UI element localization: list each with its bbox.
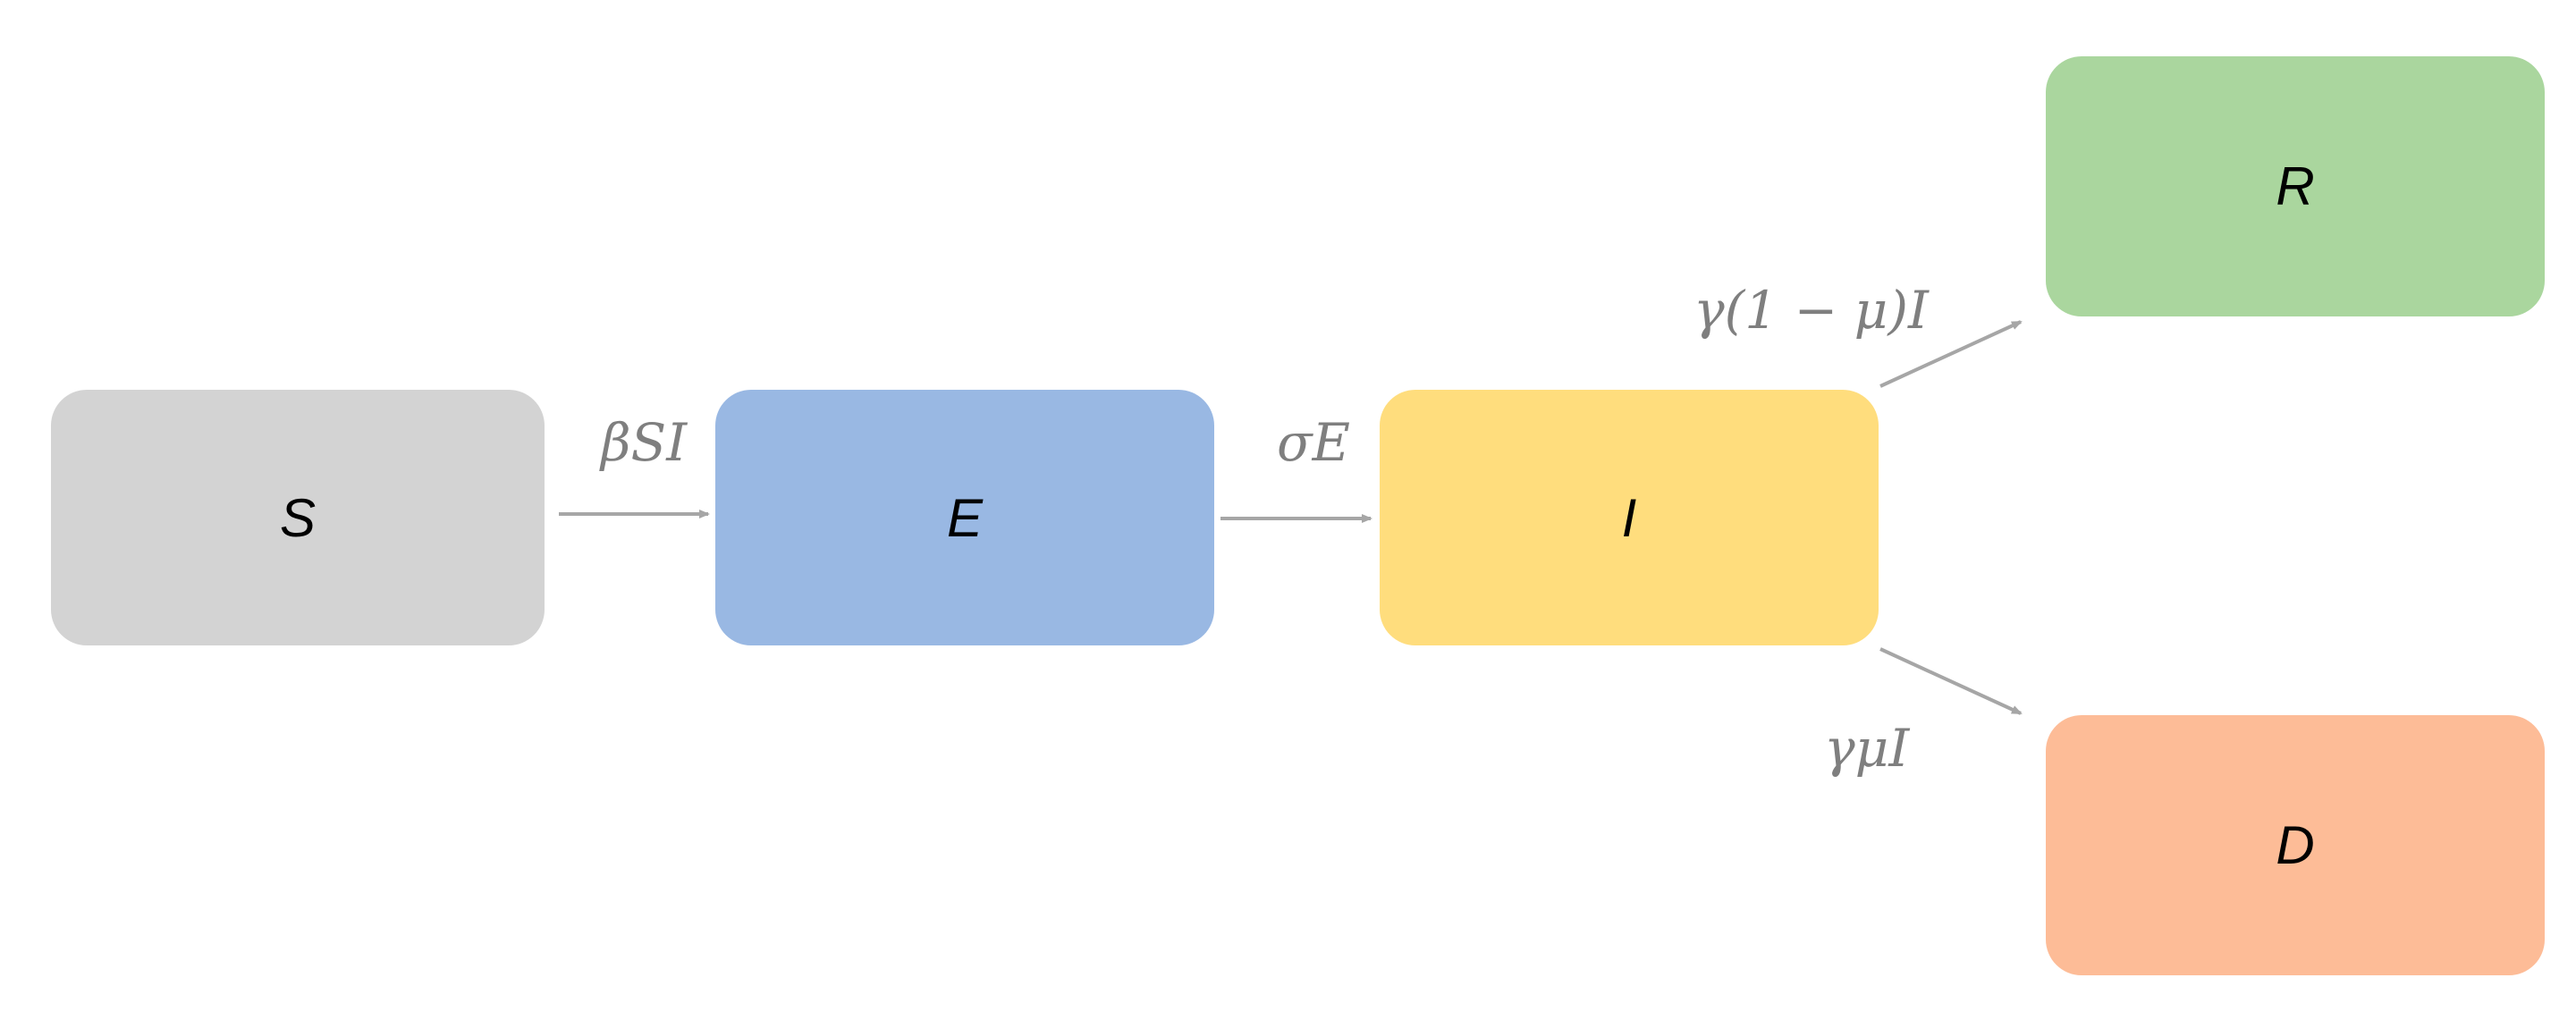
- deceased-compartment: D: [2046, 715, 2545, 975]
- rate-i-to-d: γμI: [1824, 718, 1910, 779]
- deceased-label: D: [2276, 815, 2315, 875]
- susceptible-label: S: [279, 487, 317, 548]
- recovered-label: R: [2276, 156, 2315, 216]
- rate-i-to-r: γ(1 − μ)I: [1693, 280, 1929, 341]
- infectious-compartment: I: [1380, 390, 1879, 645]
- infectious-label: I: [1621, 487, 1637, 548]
- arrow-i-to-r: [1879, 320, 2023, 388]
- exposed-compartment: E: [715, 390, 1214, 645]
- exposed-label: E: [946, 487, 984, 548]
- susceptible-compartment: S: [51, 390, 545, 645]
- arrow-i-to-d: [1879, 647, 2023, 715]
- rate-s-to-e: βSI: [601, 412, 688, 473]
- recovered-compartment: R: [2046, 56, 2545, 316]
- rate-e-to-i: σE: [1277, 412, 1350, 473]
